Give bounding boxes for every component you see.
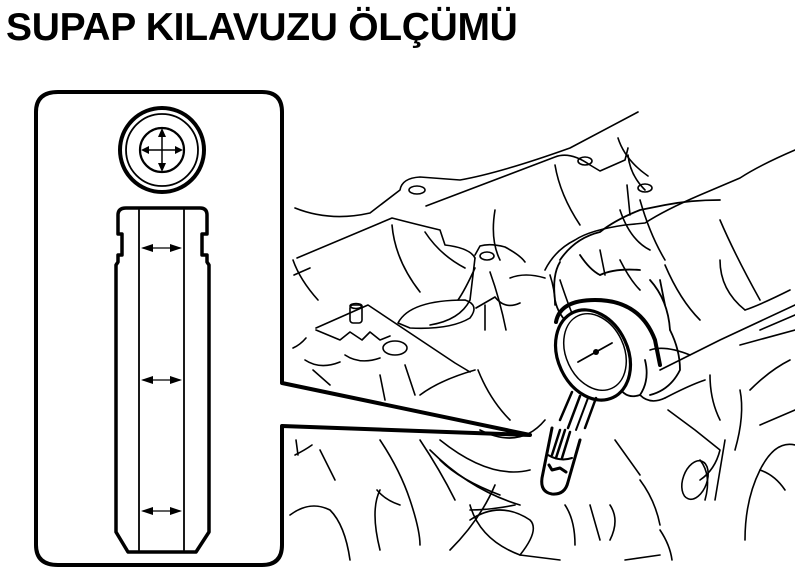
valve-guide-side-view [114,206,211,554]
page-title: SUPAP KILAVUZU ÖLÇÜMÜ [6,6,518,49]
arrow-right-icon [175,146,183,154]
inset-panel [34,90,532,567]
measure-arrow-bottom [141,507,182,515]
bore-gauge [540,298,662,496]
arrow-up-icon [158,128,166,137]
valve-guide-end-view [118,106,206,194]
arrow-left-icon [141,146,149,154]
hand-drawing [553,199,721,398]
measure-arrow-top [141,244,182,252]
cylinder-head-drawing [289,111,795,561]
measure-arrow-middle [141,376,182,384]
arrow-down-icon [158,163,166,172]
